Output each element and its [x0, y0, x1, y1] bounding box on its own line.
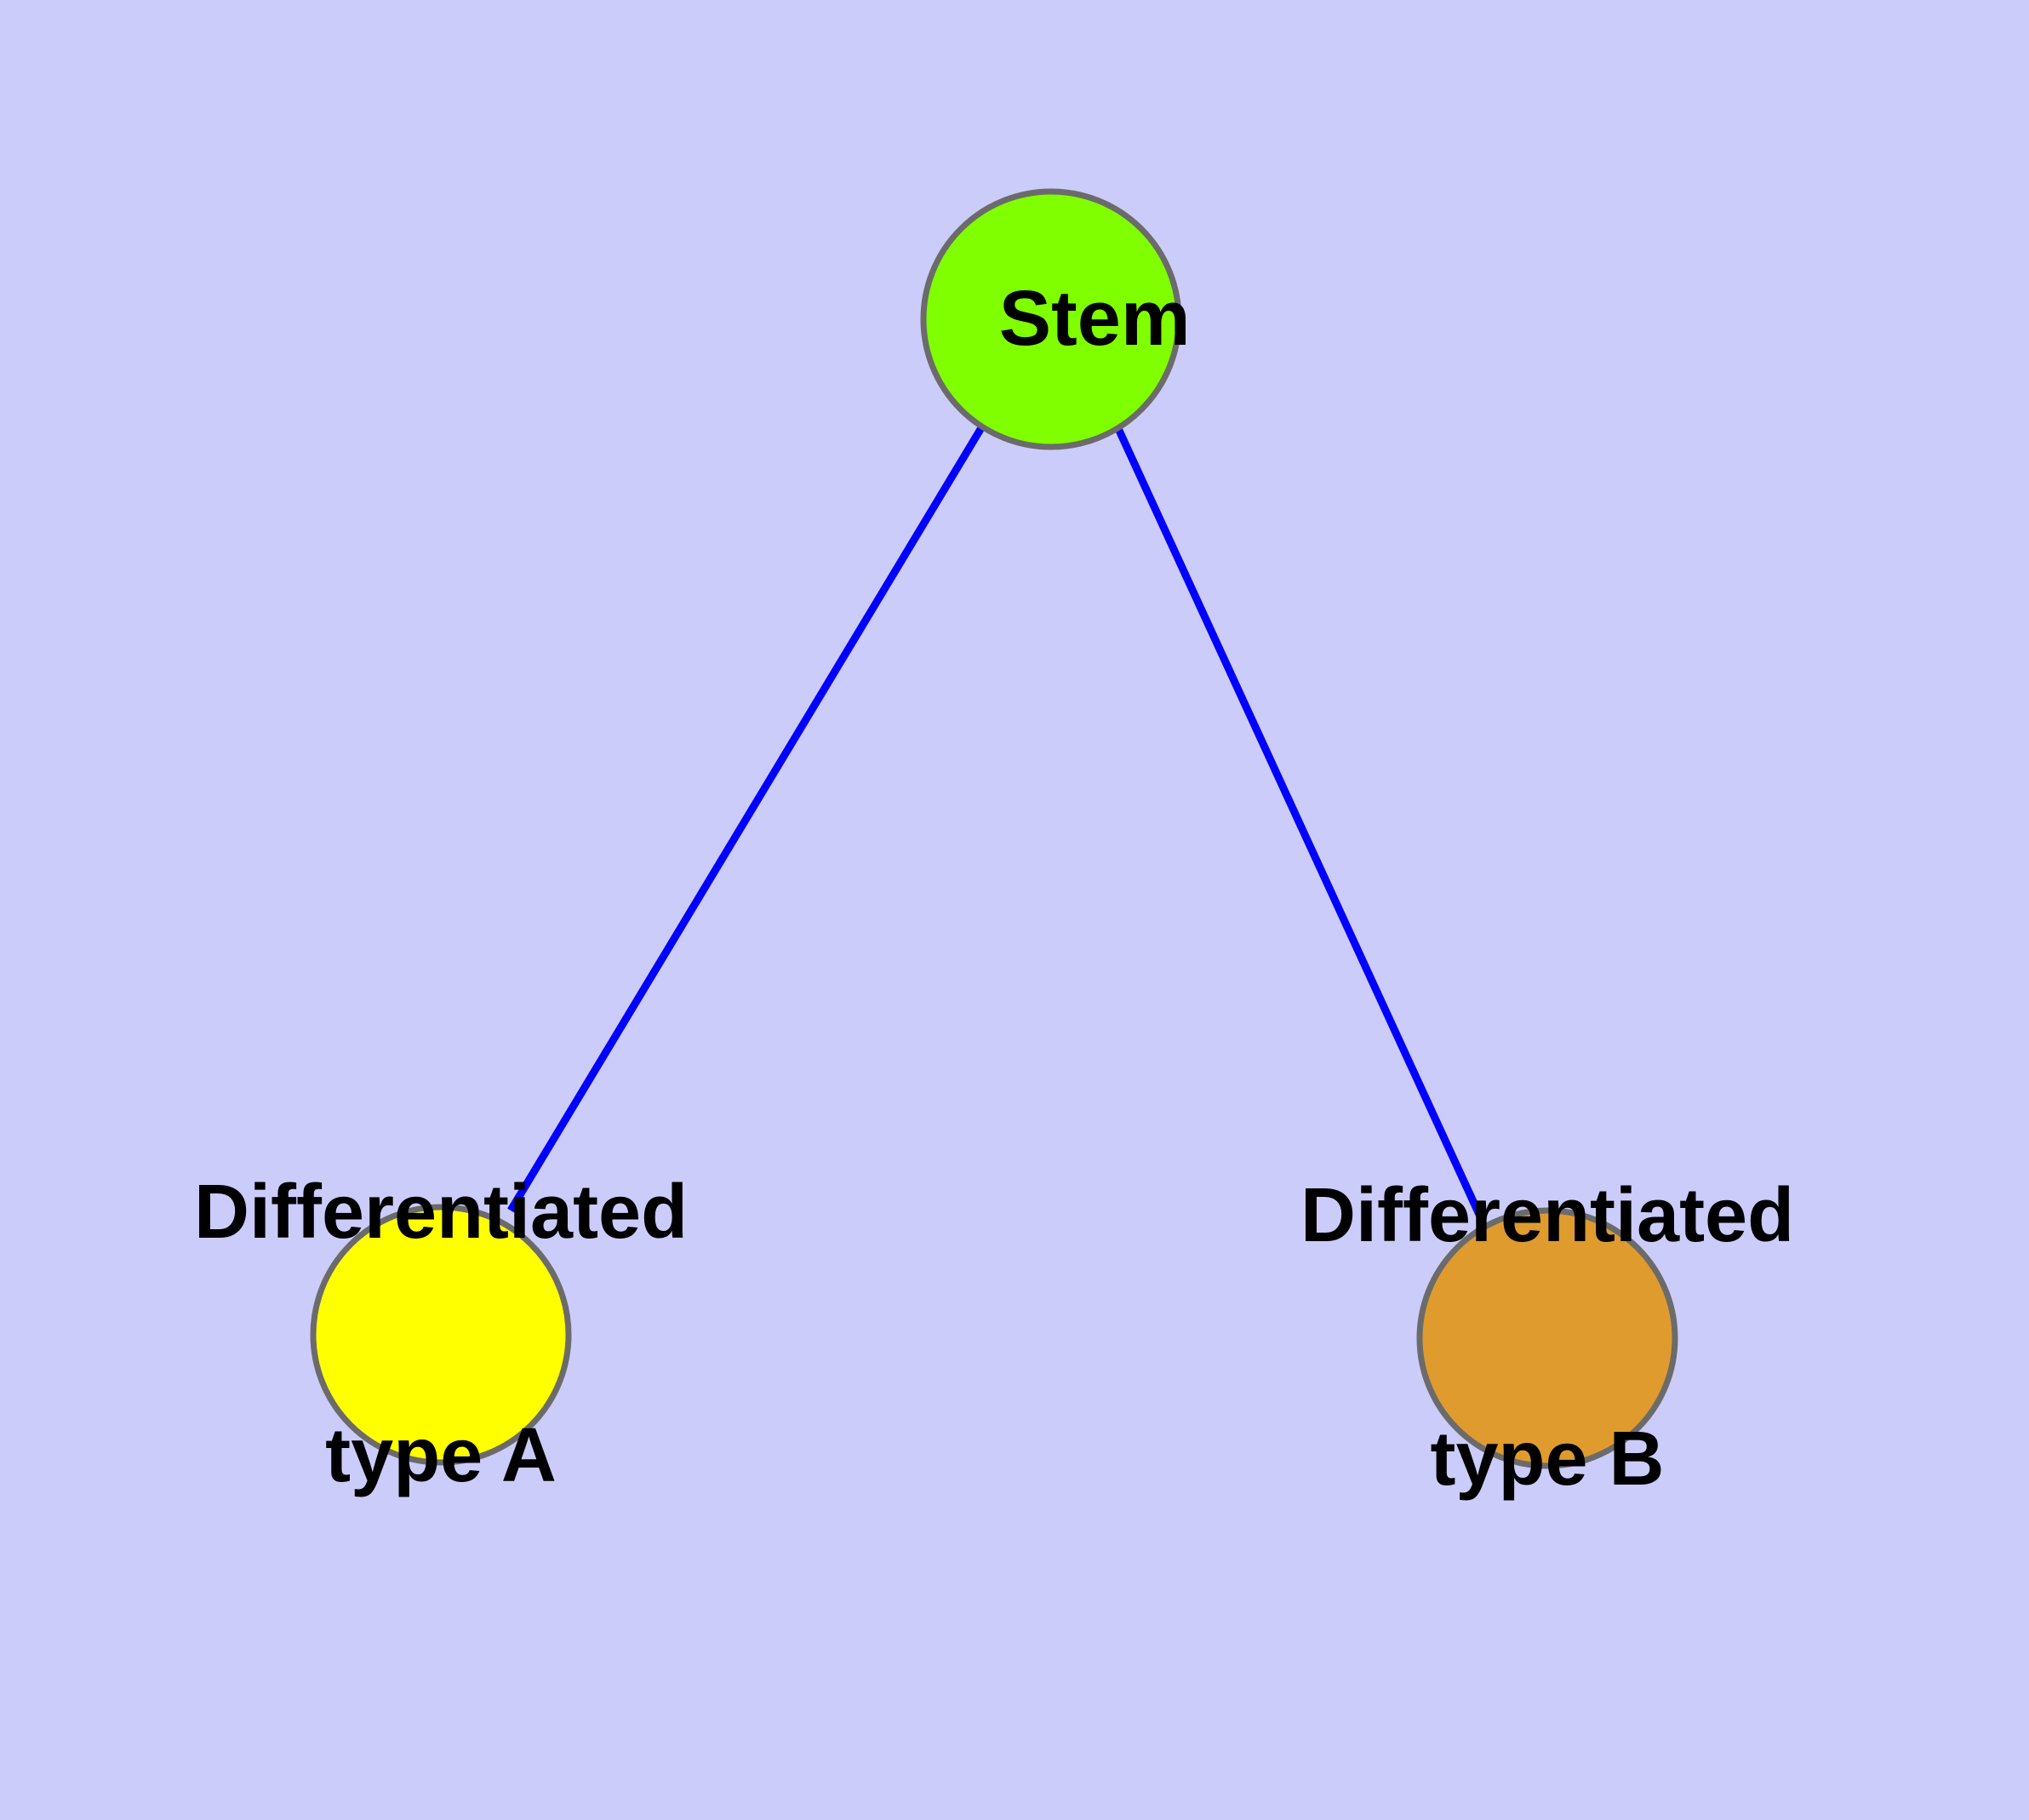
- edges-layer: [507, 421, 1485, 1220]
- node-circle-diff-b[interactable]: [1416, 1207, 1678, 1469]
- node-circle-stem[interactable]: [920, 188, 1182, 450]
- node-circle-diff-a[interactable]: [310, 1204, 572, 1466]
- edge-stem-to-diff-b[interactable]: [1112, 421, 1485, 1220]
- edge-stem-to-diff-a[interactable]: [507, 424, 986, 1213]
- nodes-layer: [310, 188, 1678, 1469]
